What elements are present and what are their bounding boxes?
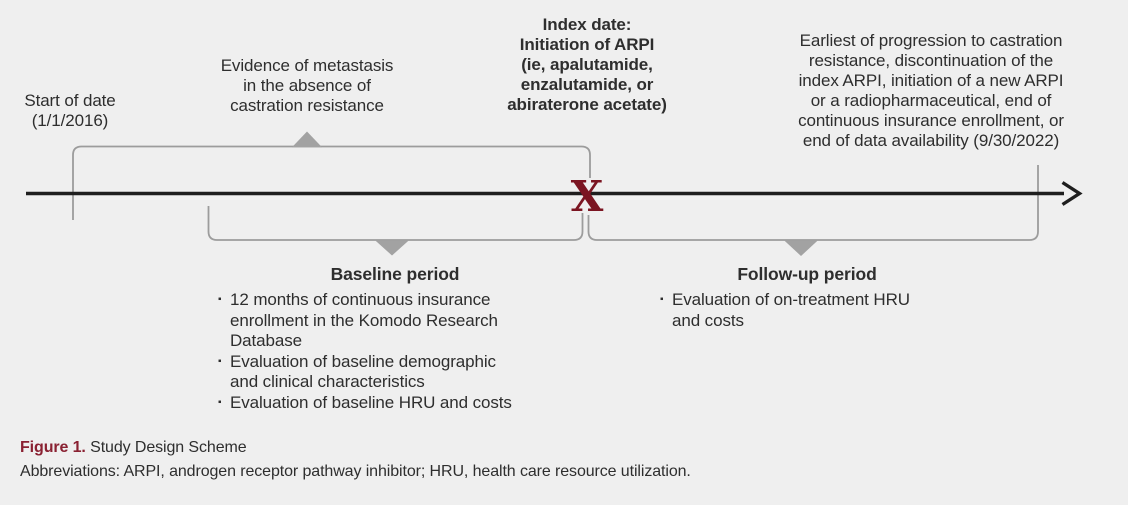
caption-line: Figure 1. Study Design Scheme	[20, 436, 691, 460]
followup-end-label: Earliest of progression to castration re…	[798, 31, 1064, 150]
enrollment-bracket	[72, 145, 591, 220]
timeline-arrowhead-icon	[1061, 181, 1083, 206]
list-item-text: 12 months of continuous insurance enroll…	[230, 290, 498, 350]
list-item: ▪ Evaluation of baseline HRU and costs	[218, 393, 550, 414]
list-item: ▪ 12 months of continuous insurance enro…	[218, 290, 550, 352]
abbreviations-note: Abbreviations: ARPI, androgen receptor p…	[20, 462, 691, 480]
followup-period-title: Follow-up period	[737, 264, 877, 284]
followup-period-list: ▪ Evaluation of on-treatment HRU and cos…	[660, 290, 960, 331]
followup-period-bracket	[587, 165, 1039, 241]
metastasis-pointer-triangle-icon	[292, 131, 322, 148]
start-date-label: Start of date (1/1/2016)	[24, 91, 116, 130]
bullet-icon: ▪	[660, 294, 664, 305]
figure-caption: Figure 1. Study Design Scheme Abbreviati…	[20, 436, 691, 483]
index-date-x-marker: X	[570, 172, 604, 221]
index-date-label: Index date: Initiation of ARPI (ie, apal…	[507, 15, 667, 114]
list-item: ▪ Evaluation of on-treatment HRU and cos…	[660, 290, 960, 331]
followup-pointer-triangle-icon	[784, 240, 818, 256]
baseline-period-title: Baseline period	[330, 264, 460, 284]
bullet-icon: ▪	[218, 294, 222, 305]
baseline-period-list: ▪ 12 months of continuous insurance enro…	[218, 290, 550, 413]
figure-title: Study Design Scheme	[85, 439, 247, 456]
bullet-icon: ▪	[218, 396, 222, 408]
baseline-period-bracket	[207, 206, 584, 241]
list-item-text: Evaluation of baseline HRU and costs	[230, 392, 512, 412]
figure-number-label: Figure 1.	[20, 439, 86, 456]
list-item-text: Evaluation of on-treatment HRU and costs	[672, 290, 910, 330]
metastasis-label: Evidence of metastasis in the absence of…	[220, 56, 394, 115]
list-item: ▪ Evaluation of baseline demographic and…	[218, 352, 550, 393]
list-item-text: Evaluation of baseline demographic and c…	[230, 351, 496, 392]
baseline-pointer-triangle-icon	[375, 240, 409, 256]
bullet-icon: ▪	[218, 355, 222, 367]
